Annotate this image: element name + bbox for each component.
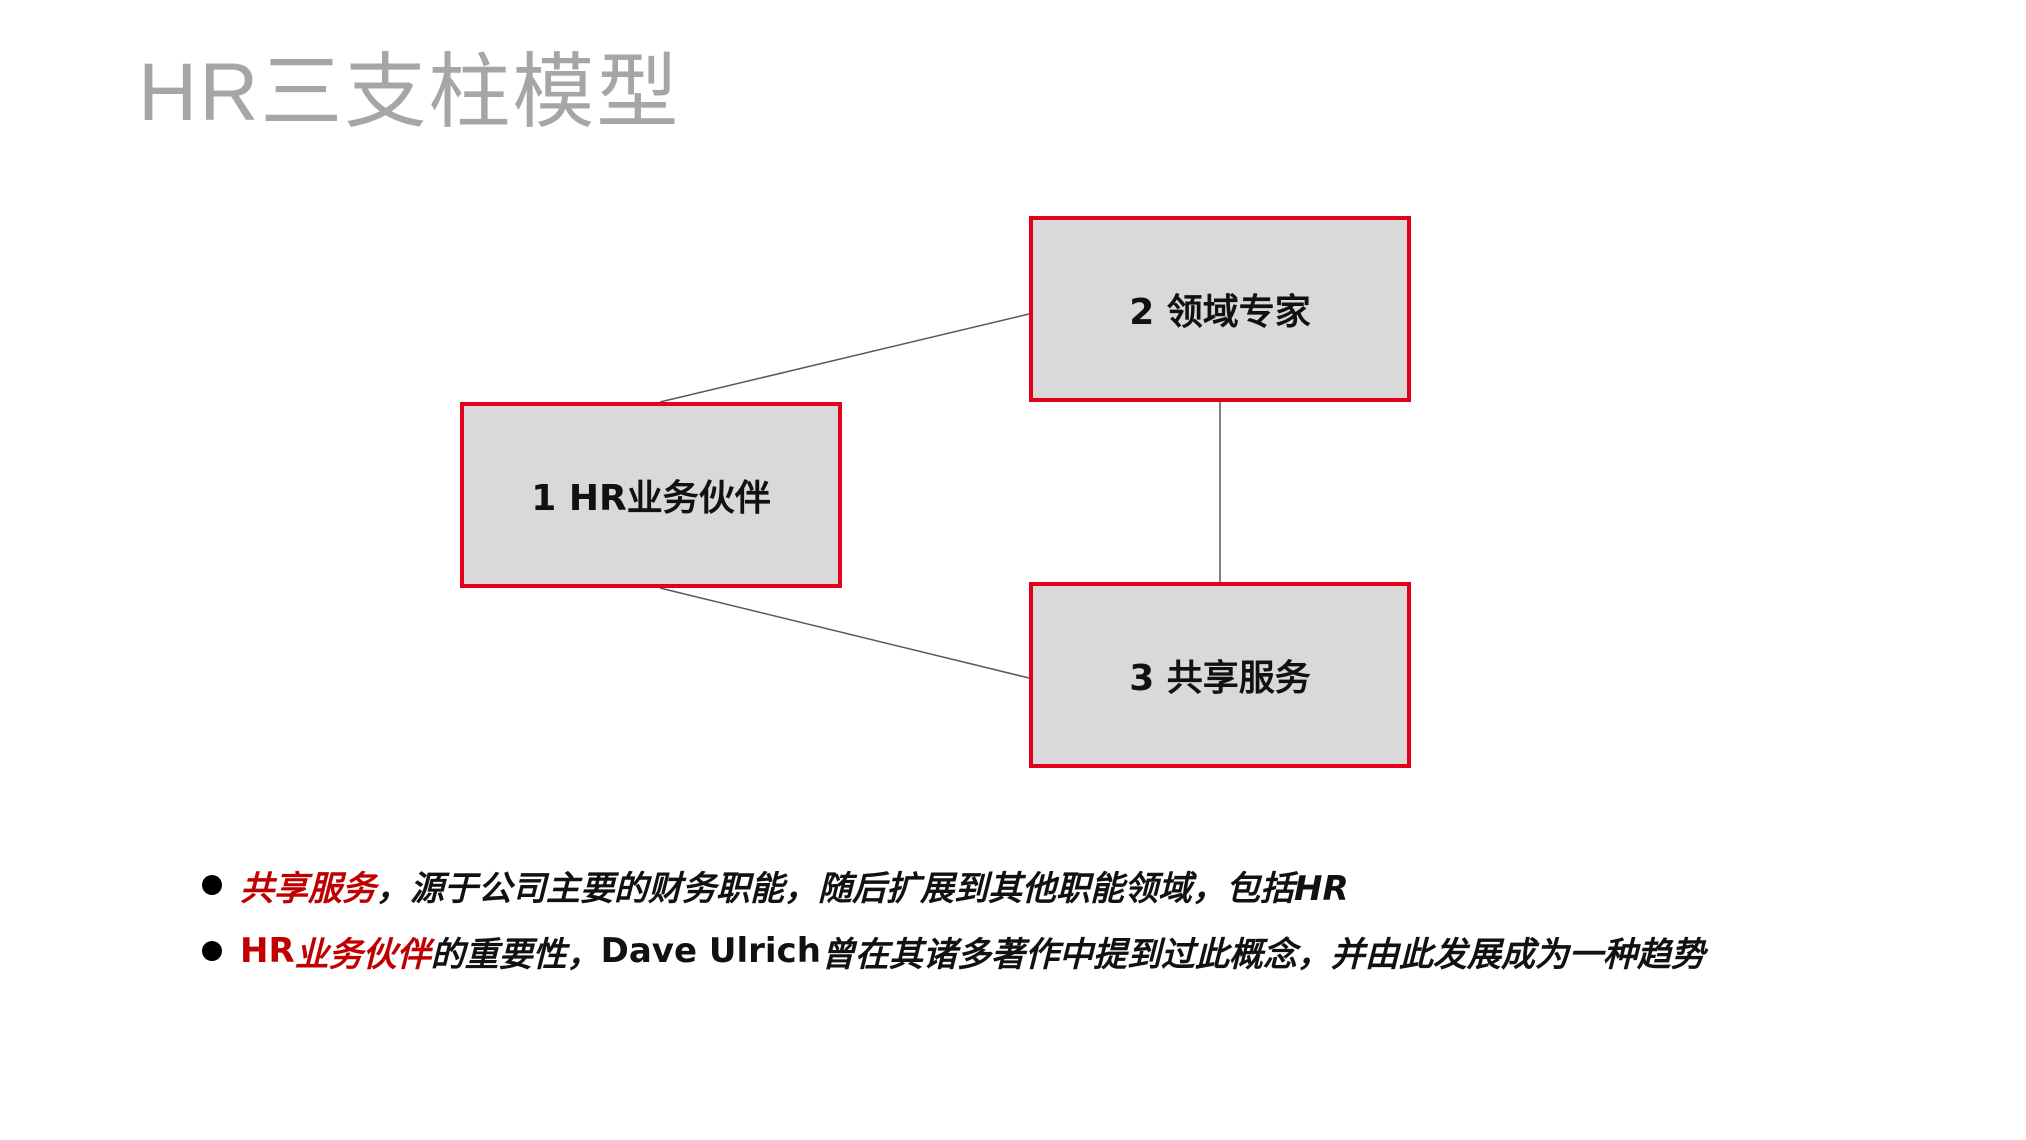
pillar-hr-business-partner: 1 HR业务伙伴 (460, 402, 842, 588)
bullet-dot-icon (202, 875, 222, 895)
bullet-text: ，源于公司主要的财务职能，随后扩展到其他职能领域，包括HR (376, 868, 1349, 909)
bullet-dot-icon (202, 941, 222, 961)
pillar-label: 2 领域专家 (1129, 292, 1311, 333)
bullet-hr-business-partner: HR 业务伙伴 的重要性， Dave Ulrich 曾在其诸多著作中提到过此概念… (202, 918, 1705, 984)
bullet-shared-services: 共享服务 ，源于公司主要的财务职能，随后扩展到其他职能领域，包括HR (202, 852, 1705, 918)
pillar-label: 3 共享服务 (1129, 658, 1311, 699)
bullet-list: 共享服务 ，源于公司主要的财务职能，随后扩展到其他职能领域，包括HR HR 业务… (202, 852, 1705, 984)
connector-hrbp-coe (659, 313, 1030, 403)
bullet-text-before-name: 的重要性， (430, 934, 601, 975)
bullet-highlight: 业务伙伴 (294, 934, 431, 975)
pillar-center-of-expertise: 2 领域专家 (1029, 216, 1411, 402)
bullet-highlight-hr: HR (240, 931, 295, 971)
pillar-shared-services: 3 共享服务 (1029, 582, 1411, 768)
connector-hrbp-ssc (659, 587, 1030, 679)
pillar-label: 1 HR业务伙伴 (531, 478, 771, 519)
slide-title: HR三支柱模型 (138, 47, 681, 138)
bullet-highlight: 共享服务 (240, 868, 376, 909)
bullet-author-name: Dave Ulrich (600, 931, 821, 971)
bullet-text: 曾在其诸多著作中提到过此概念，并由此发展成为一种趋势 (820, 934, 1705, 975)
